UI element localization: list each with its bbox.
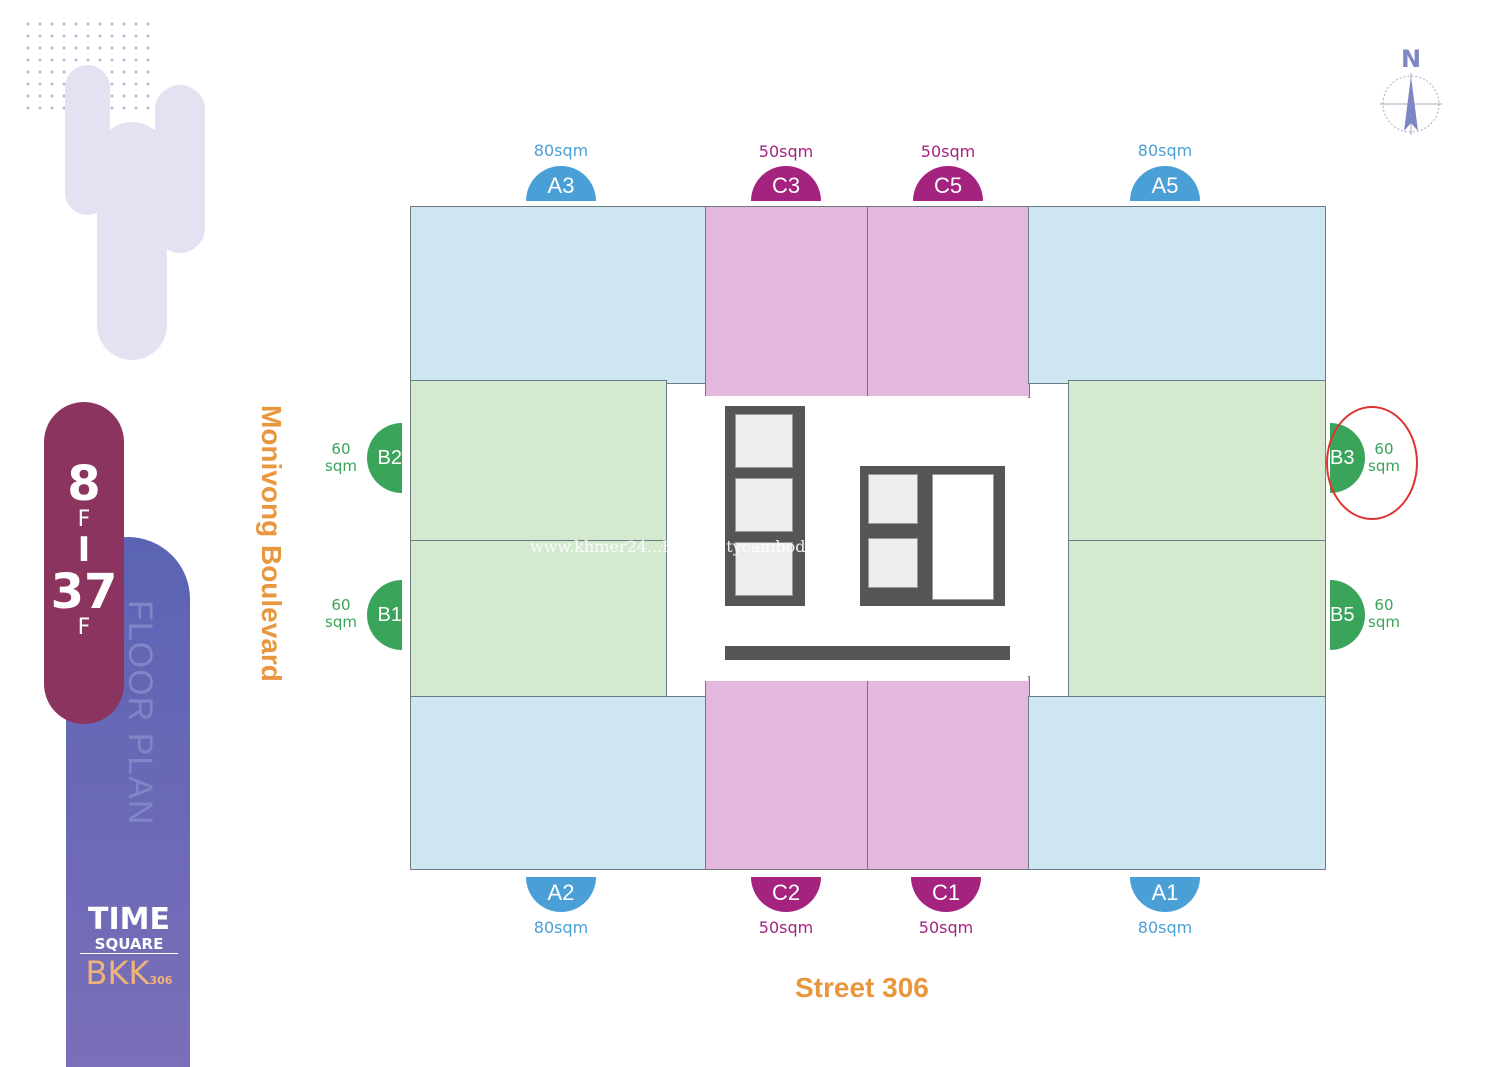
unit-a1[interactable] (1028, 696, 1326, 870)
corridor-wall (725, 646, 1010, 660)
unit-size-unit: sqm (1368, 613, 1400, 631)
unit-c5[interactable] (867, 206, 1030, 398)
unit-size: 50sqm (920, 142, 976, 161)
decorative-pill (155, 85, 205, 253)
unit-b3[interactable] (1068, 380, 1326, 542)
unit-badge-c2[interactable]: C2 (751, 877, 821, 912)
logo-text: BKK (85, 954, 150, 992)
compass-north-label: N (1400, 45, 1422, 73)
floor-unit: F (77, 507, 91, 532)
unit-size-number: 60 (331, 440, 351, 458)
compass: N (1380, 45, 1442, 135)
unit-size: 50sqm (758, 918, 814, 937)
stair-and-elevator (860, 466, 1005, 606)
logo-text: SQUARE (80, 935, 178, 954)
unit-b5[interactable] (1068, 540, 1326, 702)
unit-c3[interactable] (705, 206, 869, 398)
unit-b2[interactable] (410, 380, 667, 542)
unit-a2[interactable] (410, 696, 707, 870)
unit-badge-a3[interactable]: A3 (526, 166, 596, 201)
unit-size-number: 60 (331, 596, 351, 614)
unit-c2[interactable] (705, 676, 869, 870)
elevator-shaft (725, 406, 805, 606)
logo-text: TIME (88, 902, 170, 937)
unit-badge-a2[interactable]: A2 (526, 877, 596, 912)
unit-badge-b2[interactable]: B2 (367, 423, 402, 493)
watermark: www.khmer24...BORA...tycambodia (530, 537, 821, 556)
compass-icon (1380, 73, 1442, 135)
unit-a5[interactable] (1028, 206, 1326, 384)
unit-badge-a5[interactable]: A5 (1130, 166, 1200, 201)
unit-a3[interactable] (410, 206, 707, 384)
unit-size: 50sqm (918, 918, 974, 937)
unit-size: 80sqm (533, 141, 589, 160)
unit-c1[interactable] (867, 676, 1030, 870)
floor-range-badge: 8 F I 37 F (44, 402, 124, 724)
unit-badge-a1[interactable]: A1 (1130, 877, 1200, 912)
building-core (705, 396, 1028, 681)
unit-badge-c3[interactable]: C3 (751, 166, 821, 201)
unit-badge-c5[interactable]: C5 (913, 166, 983, 201)
floor-to: 37 (50, 564, 118, 620)
unit-badge-c1[interactable]: C1 (911, 877, 981, 912)
unit-badge-b5[interactable]: B5 (1330, 580, 1365, 650)
time-square-logo: TIME SQUARE BKK306 (80, 905, 178, 992)
unit-size: 80sqm (1137, 918, 1193, 937)
floor-unit: F (77, 615, 91, 640)
floor-from: 8 (67, 456, 101, 512)
floor-plan (410, 206, 1326, 870)
unit-size: 80sqm (533, 918, 589, 937)
unit-size-number: 60 (1374, 596, 1394, 614)
highlight-circle (1326, 406, 1418, 520)
unit-badge-b1[interactable]: B1 (367, 580, 402, 650)
logo-text: 306 (149, 974, 173, 987)
unit-size: 50sqm (758, 142, 814, 161)
floor-plan-title: FLOOR PLAN (121, 600, 159, 826)
unit-size: 80sqm (1137, 141, 1193, 160)
unit-size-unit: sqm (325, 613, 357, 631)
unit-size-unit: sqm (325, 457, 357, 475)
street-label-south: Street 306 (795, 972, 929, 1003)
unit-b1[interactable] (410, 540, 667, 702)
floor-separator: I (77, 530, 91, 570)
street-label-west: Monivong Boulevard (256, 405, 287, 682)
